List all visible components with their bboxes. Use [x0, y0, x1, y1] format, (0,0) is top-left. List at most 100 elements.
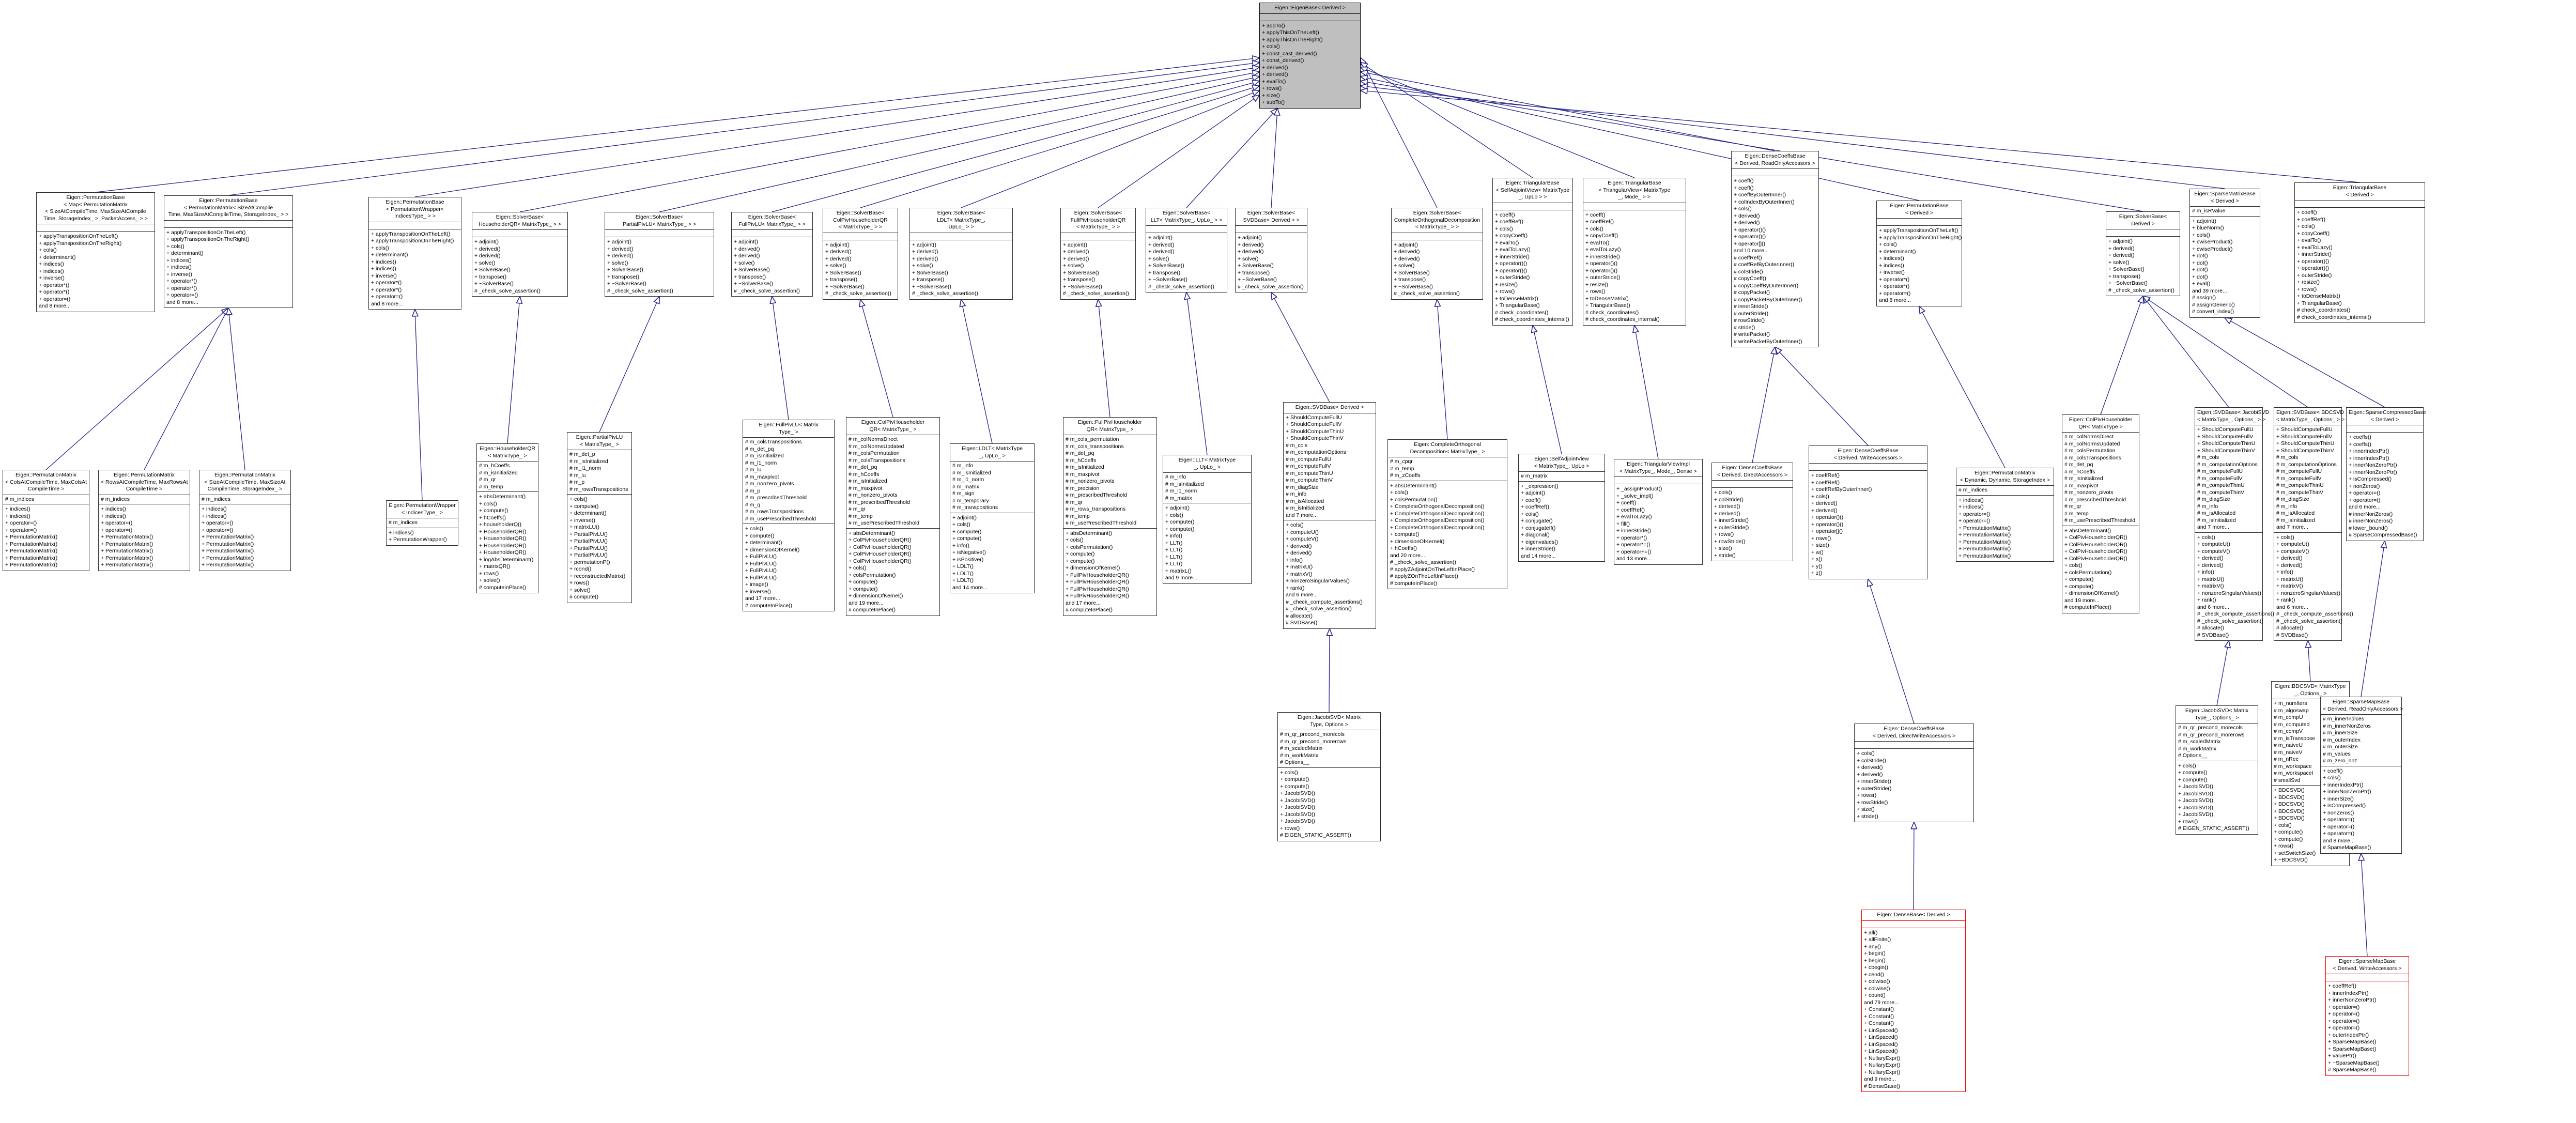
class-attribute: # m_temporary	[952, 497, 989, 504]
class-title-line: < Derived >	[2346, 191, 2374, 198]
class-attributes	[1855, 742, 1973, 749]
class-method: + PartialPivLU()	[569, 545, 608, 551]
class-node-eigen-svdbase-derived-[interactable]: Eigen::SVDBase< Derived >+ ShouldCompute…	[1283, 402, 1376, 629]
class-node-eigen-partialpivlu[interactable]: Eigen::PartialPivLU< MatrixType_ ># m_de…	[567, 432, 632, 603]
class-node-eigen-permutationbase[interactable]: Eigen::PermutationBase< Derived >+ apply…	[1876, 201, 1962, 306]
class-node-eigen-triangularbase[interactable]: Eigen::TriangularBase< TriangularView< M…	[1583, 178, 1686, 326]
class-node-eigen-densecoeffsbase[interactable]: Eigen::DenseCoeffsBase< Derived, WriteAc…	[1809, 445, 1927, 579]
class-node-eigen-densebase-derived-[interactable]: Eigen::DenseBase< Derived >+ all()+ allF…	[1861, 910, 1966, 1092]
class-attribute: + ShouldComputeFullU	[1286, 414, 1342, 421]
class-node-eigen-llt-matrixtype[interactable]: Eigen::LLT< MatrixType_, UpLo_ ># m_info…	[1163, 455, 1252, 584]
class-method: + isCompressed()	[2349, 476, 2392, 482]
class-node-eigen-permutationmatrix[interactable]: Eigen::PermutationMatrix< Dynamic, Dynam…	[1956, 468, 2054, 562]
class-attribute: # m_computeFullV	[1286, 463, 1331, 469]
class-method: + adjoint()	[734, 239, 758, 245]
class-attribute: # m_computeThinV	[2197, 489, 2245, 496]
class-title-line: Eigen::FullPivHouseholder	[1078, 419, 1142, 425]
class-method: + computeU()	[1286, 529, 1319, 535]
class-method: and 8 more...	[1879, 297, 1911, 303]
class-attribute: # m_cols	[2197, 454, 2219, 460]
class-method: + adjoint()	[912, 241, 936, 248]
class-node-eigen-permutationbase[interactable]: Eigen::PermutationBase< Map< Permutation…	[36, 192, 155, 312]
class-node-eigen-solverbase-[interactable]: Eigen::SolverBase<LDLT< MatrixType_,UpLo…	[909, 208, 1013, 300]
class-attribute: # m_transpositions	[952, 504, 998, 511]
class-methods: + cols()+ computeU()+ computeV()+ derive…	[1284, 520, 1376, 628]
class-method: # check_coordinates()	[1585, 309, 1639, 316]
class-node-eigen-solverbase-[interactable]: Eigen::SolverBase<SVDBase< Derived > >+ …	[1235, 208, 1307, 293]
class-node-eigen-solverbase-[interactable]: Eigen::SolverBase<CompleteOrthogonalDeco…	[1391, 208, 1483, 300]
class-method: + compute()	[1165, 519, 1195, 525]
class-node-eigen-sparsemapbase[interactable]: Eigen::SparseMapBase< Derived, ReadOnlyA…	[2320, 697, 2403, 854]
inheritance-edge	[1361, 86, 2225, 189]
class-attribute: # m_isInitialized	[2197, 517, 2236, 524]
class-node-eigen-permutationbase[interactable]: Eigen::PermutationBase< PermutationWrapp…	[368, 197, 461, 310]
class-method: + isPositive()	[952, 556, 984, 563]
class-method: + derived()	[607, 253, 634, 259]
inheritance-edge	[1186, 293, 1208, 455]
class-method: + derived()	[1857, 764, 1883, 771]
class-method: # _check_solve_assertion()	[2108, 287, 2174, 294]
class-method: + innerSize()	[2323, 795, 2354, 802]
class-method: + colsPermutation()	[1390, 496, 1438, 503]
class-node-eigen-densecoeffsbase[interactable]: Eigen::DenseCoeffsBase< Derived, DirectA…	[1711, 463, 1793, 561]
class-node-eigen-densecoeffsbase[interactable]: Eigen::DenseCoeffsBase< Derived, DirectW…	[1854, 724, 1974, 822]
class-method: # copyPacketByOuterInner()	[1734, 296, 1802, 303]
class-node-eigen-triangularbase[interactable]: Eigen::TriangularBase< SelfAdjointView< …	[1492, 178, 1573, 326]
class-node-eigen-solverbase-[interactable]: Eigen::SolverBase<LLT< MatrixType_, UpLo…	[1146, 208, 1227, 293]
class-node-eigen-svdbase-bdcsvd[interactable]: Eigen::SVDBase< BDCSVD< MatrixType_, Opt…	[2274, 407, 2353, 641]
class-method: + JacobiSVD()	[1280, 811, 1315, 818]
class-method: + innerIndexPtr()	[2349, 455, 2389, 461]
class-node-eigen-eigenbase-derived-[interactable]: Eigen::EigenBase< Derived >+ addTo()+ ap…	[1259, 3, 1361, 109]
class-attribute: + m_numIters	[2274, 700, 2307, 706]
class-node-eigen-solverbase-[interactable]: Eigen::SolverBase<ColPivHouseholderQR< M…	[823, 208, 898, 300]
class-node-eigen-permutationwrapper[interactable]: Eigen::PermutationWrapper< IndicesType_ …	[386, 500, 458, 546]
class-method: + rows()	[1585, 288, 1606, 295]
class-method: + operator()()	[1734, 226, 1766, 233]
class-node-eigen-permutationmatrix[interactable]: Eigen::PermutationMatrix< RowsAtCompileT…	[98, 470, 190, 571]
class-node-eigen-solverbase-[interactable]: Eigen::SolverBase<Derived >+ adjoint()+ …	[2106, 211, 2180, 296]
class-method: # SVDBase()	[2276, 632, 2308, 638]
class-node-eigen-solverbase-[interactable]: Eigen::SolverBase<PartialPivLU< MatrixTy…	[605, 212, 714, 297]
class-method: + indices()	[166, 264, 192, 270]
class-attribute: # m_computeFullU	[1286, 456, 1332, 463]
class-method: + ColPivHouseholderQR()	[849, 551, 912, 557]
class-node-eigen-sparsecompressedbase[interactable]: Eigen::SparseCompressedBase< Derived >+ …	[2346, 407, 2426, 541]
class-attribute: # m_prescribedThreshold	[745, 495, 807, 501]
class-node-eigen-densecoeffsbase[interactable]: Eigen::DenseCoeffsBase< Derived, ReadOnl…	[1731, 151, 1819, 347]
class-method: + size()	[1811, 542, 1829, 548]
class-node-eigen-permutationbase[interactable]: Eigen::PermutationBase< PermutationMatri…	[164, 195, 293, 308]
class-node-eigen-sparsemapbase[interactable]: Eigen::SparseMapBase< Derived, WriteAcce…	[2325, 956, 2409, 1076]
class-method: + applyTranspositionOnTheLeft()	[1879, 227, 1958, 234]
class-node-eigen-ldlt-matrixtype[interactable]: Eigen::LDLT< MatrixType_, UpLo_ ># m_inf…	[950, 443, 1035, 593]
class-method: + JacobiSVD()	[1280, 804, 1315, 810]
class-attributes: # m_hCoeffs# m_isInitialized# m_qr# m_te…	[477, 461, 538, 492]
class-node-eigen-solverbase-[interactable]: Eigen::SolverBase<FullPivHouseholderQR< …	[1060, 208, 1136, 300]
class-node-eigen-triangularbase[interactable]: Eigen::TriangularBase< Derived >+ coeff(…	[2294, 182, 2425, 323]
class-method: + LDLT()	[952, 577, 974, 583]
class-method: + cend()	[1864, 971, 1884, 978]
class-node-eigen-svdbase-jacobisvd[interactable]: Eigen::SVDBase< JacobiSVD< MatrixType_, …	[2195, 407, 2274, 641]
class-node-eigen-householderqr[interactable]: Eigen::HouseholderQR< MatrixType_ ># m_h…	[476, 443, 538, 593]
class-node-eigen-permutationmatrix[interactable]: Eigen::PermutationMatrix< ColsAtCompileT…	[3, 470, 89, 571]
class-method: + derived()	[1148, 241, 1175, 248]
class-node-eigen-triangularviewimpl[interactable]: Eigen::TriangularViewImpl< MatrixType_, …	[1614, 459, 1703, 565]
class-node-eigen-solverbase-[interactable]: Eigen::SolverBase<FullPivLU< MatrixType_…	[731, 212, 813, 297]
class-node-eigen-sparsematrixbase[interactable]: Eigen::SparseMatrixBase< Derived ># m_is…	[2189, 189, 2260, 318]
class-method: + ~SolverBase()	[734, 281, 773, 287]
class-node-eigen-solverbase-[interactable]: Eigen::SolverBase<HouseholderQR< MatrixT…	[472, 212, 568, 297]
class-method: + compute()	[1390, 531, 1420, 537]
class-node-eigen-selfadjointview[interactable]: Eigen::SelfAdjointView< MatrixType_, UpL…	[1518, 454, 1605, 562]
class-method: # convert_index()	[2192, 309, 2234, 315]
class-method: + innerStride()	[1585, 253, 1620, 260]
class-method: # _check_solve_assertion()	[1394, 290, 1460, 297]
class-method: + matrixV()	[1286, 571, 1313, 577]
class-node-eigen-permutationmatrix[interactable]: Eigen::PermutationMatrix< SizeAtCompileT…	[199, 470, 291, 571]
